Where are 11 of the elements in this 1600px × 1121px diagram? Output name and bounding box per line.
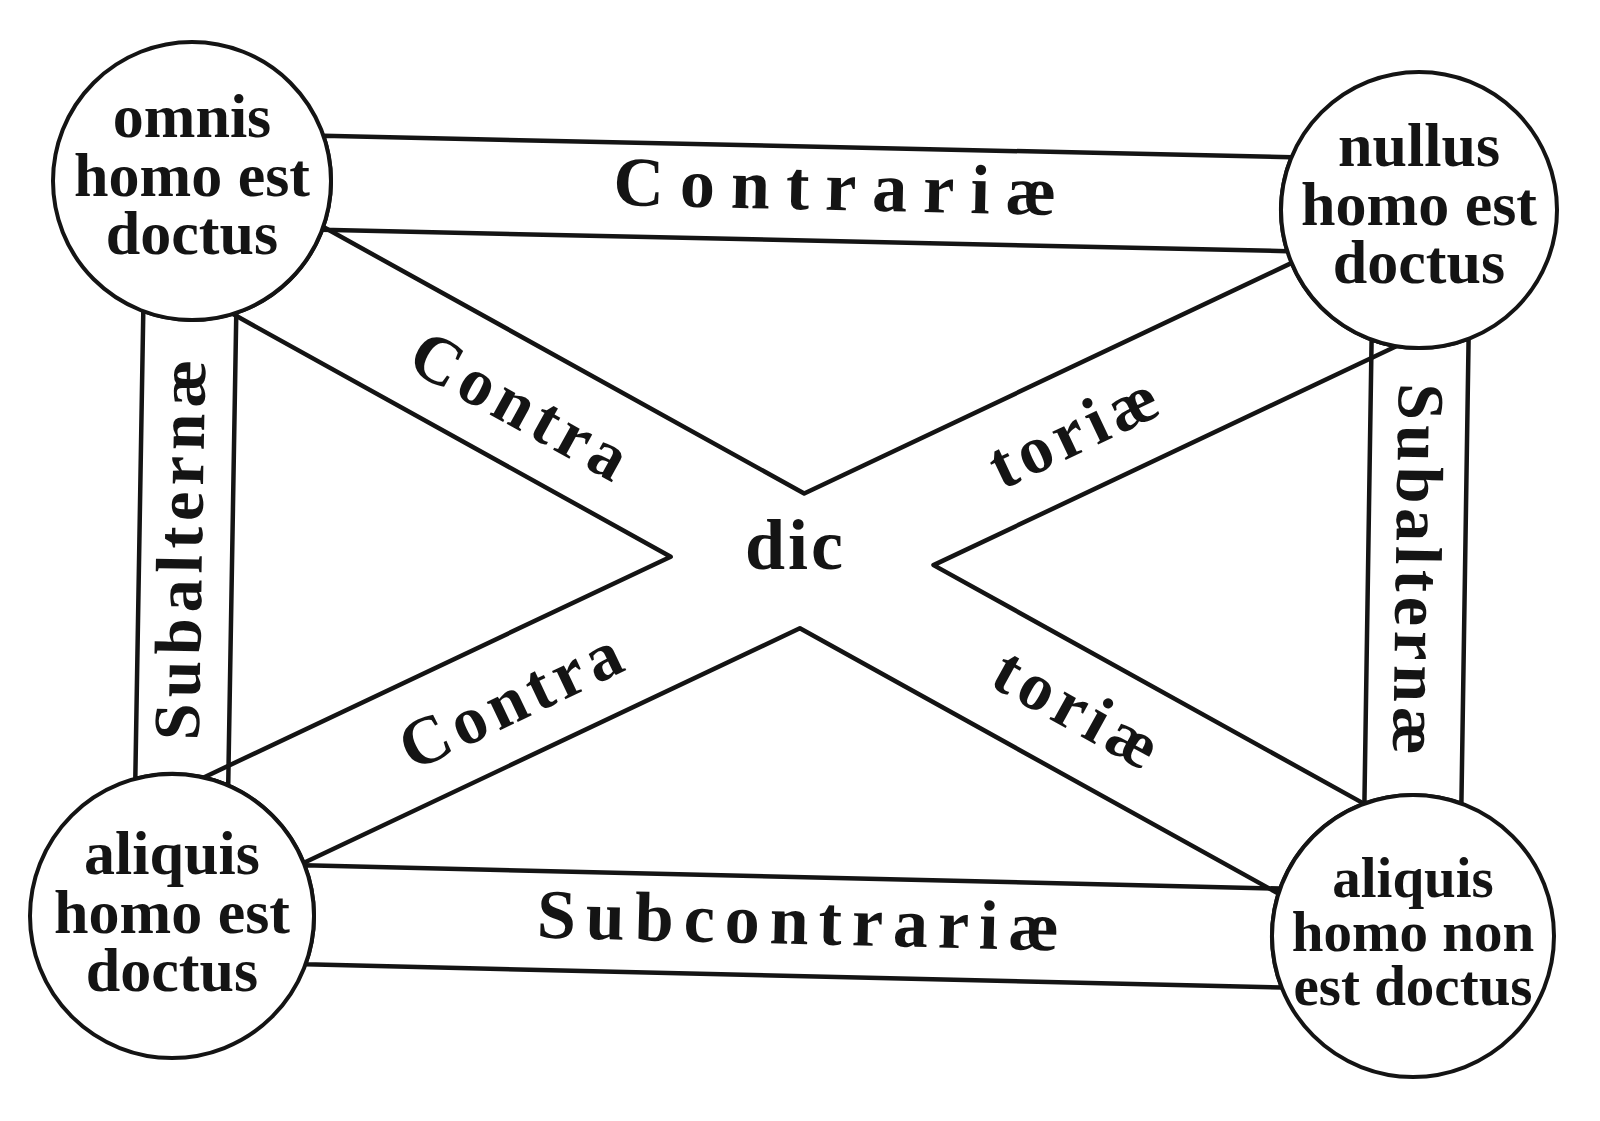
- edge-label: Subalternæ: [1382, 381, 1454, 761]
- proposition-text: aliquis homo est doctus: [53, 823, 291, 1001]
- proposition-text: nullus homo est doctus: [1300, 115, 1538, 293]
- edge-label: Subalternæ: [143, 353, 217, 743]
- connector-text: dic: [744, 509, 846, 581]
- connector-text: toriæ: [979, 632, 1177, 784]
- edge-label: Subcontrariæ: [535, 879, 1070, 963]
- edge-label: Contrariæ: [611, 146, 1074, 228]
- proposition-text: aliquis homo non est doctus: [1290, 850, 1536, 1014]
- proposition-text: omnis homo est doctus: [73, 86, 311, 264]
- connector-text: toriæ: [974, 359, 1174, 503]
